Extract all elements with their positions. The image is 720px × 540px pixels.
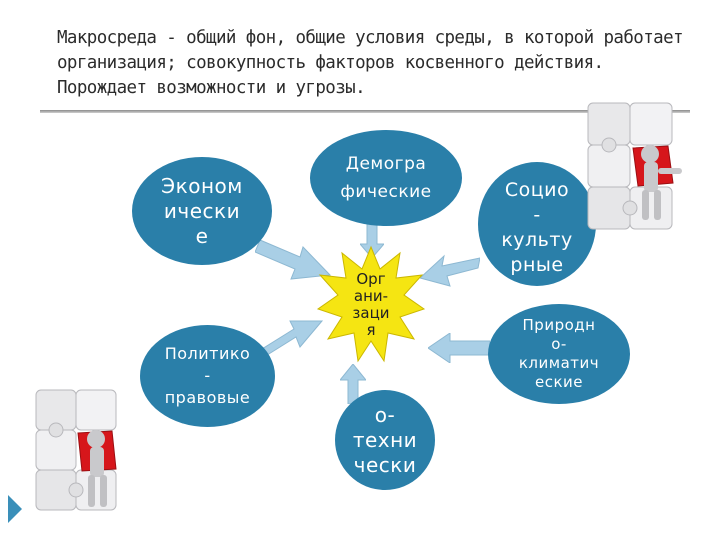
title-divider (40, 110, 690, 113)
factor-technical: о- техни чески (335, 390, 435, 490)
center-organization: Орг ани- заци я (316, 245, 426, 365)
factor-demographic: Демогра фические (310, 130, 462, 226)
slide-title: Макросреда - общий фон, общие условия ср… (57, 28, 684, 98)
arrow-from-economic-icon (255, 239, 332, 280)
puzzle-figure-top-right-icon (587, 102, 682, 230)
arrow-from-natural-icon (428, 333, 490, 363)
arrow-from-political-icon (262, 320, 324, 358)
arrow-from-sociocultural-icon (420, 254, 480, 287)
factor-sociocultural: Социо - культу рные (478, 162, 596, 286)
star-burst-icon (316, 245, 426, 363)
puzzle-figure-bottom-left-icon (8, 389, 117, 523)
center-label: Орг ани- заци я (352, 270, 390, 339)
factor-economic: Эконом ически е (132, 157, 272, 265)
factor-political: Политико - правовые (140, 325, 275, 427)
factor-natural: Природн о- климатич еские (488, 304, 630, 404)
